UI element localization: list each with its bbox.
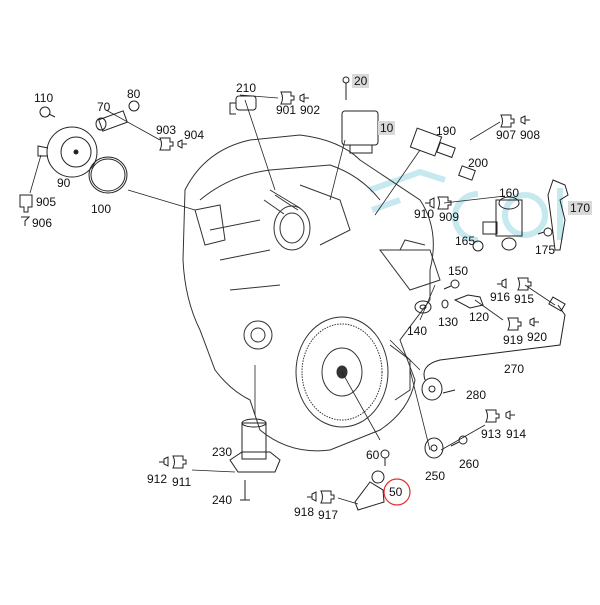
part-label-165[interactable]: 165 [455,234,476,248]
part-label-160[interactable]: 160 [499,186,520,200]
part-label-60[interactable]: 60 [366,448,380,462]
part-label-920[interactable]: 920 [527,330,548,344]
part-label-70[interactable]: 70 [97,100,111,114]
connector-918-shape [307,491,317,502]
part-label-190[interactable]: 190 [436,124,457,138]
part-label-916[interactable]: 916 [490,290,511,304]
connector-903-shape [159,137,174,151]
part-165-shape [472,240,484,252]
part-label-906[interactable]: 906 [32,216,53,230]
part-label-911[interactable]: 911 [172,475,192,489]
part-120-shape [453,294,484,309]
connector-904-shape [177,139,187,149]
part-label-240[interactable]: 240 [212,493,233,507]
part-label-903[interactable]: 903 [156,123,177,137]
part-label-915[interactable]: 915 [514,292,535,306]
part-label-200[interactable]: 200 [468,156,489,170]
part-label-170[interactable]: 170 [568,201,593,215]
part-label-904[interactable]: 904 [184,128,205,142]
part-label-20[interactable]: 20 [352,74,370,88]
part-70-shape [95,110,128,132]
part-175-shape [537,227,553,237]
part-60-shape [380,449,390,466]
connector-912-shape [159,456,169,467]
part-260-shape [450,435,468,447]
part-label-120[interactable]: 120 [469,310,490,324]
part-label-10[interactable]: 10 [378,121,396,135]
part-label-902[interactable]: 902 [300,103,321,117]
connector-915-shape [517,277,532,291]
part-90-shape [37,126,98,178]
part-label-270[interactable]: 270 [504,362,525,376]
part-150-shape [443,279,460,290]
part-80-shape [128,100,140,112]
part-10-shape [341,110,379,154]
connector-919-shape [507,317,522,331]
part-label-50[interactable]: 50 [389,485,403,499]
connector-908-shape [520,115,530,125]
part-label-913[interactable]: 913 [481,427,502,441]
part-label-919[interactable]: 919 [503,333,524,347]
connector-901-shape [280,91,295,105]
part-110-shape [39,106,56,118]
connector-910-shape [425,197,435,209]
part-label-100[interactable]: 100 [91,202,112,216]
connector-917-shape [320,490,335,504]
part-100-shape [88,156,128,194]
part-240-shape [240,480,250,501]
part-160-shape [482,196,523,251]
part-label-909[interactable]: 909 [439,210,460,224]
part-250-shape [424,437,444,459]
part-label-80[interactable]: 80 [127,87,141,101]
part-label-210[interactable]: 210 [236,81,257,95]
part-label-175[interactable]: 175 [535,243,556,257]
connector-911-shape [172,455,187,469]
part-140-shape [414,300,432,314]
part-20-shape [342,76,350,100]
part-label-150[interactable]: 150 [448,264,469,278]
part-label-140[interactable]: 140 [407,324,428,338]
part-50-shape [354,470,385,511]
flywheel [295,316,411,428]
part-270-shape [423,296,566,381]
part-label-90[interactable]: 90 [57,176,71,190]
part-210-shape [229,95,257,115]
part-label-110[interactable]: 110 [34,91,54,105]
part-label-912[interactable]: 912 [147,472,168,486]
part-label-280[interactable]: 280 [466,388,487,402]
connector-920-shape [529,317,539,327]
part-130-shape [441,299,449,309]
connector-902-shape [299,93,309,103]
connector-905-shape [19,194,33,213]
part-label-905[interactable]: 905 [36,195,57,209]
part-label-260[interactable]: 260 [459,457,480,471]
part-label-230[interactable]: 230 [212,445,233,459]
part-230-shape [229,418,281,473]
connector-906-shape [21,216,31,226]
part-label-901[interactable]: 901 [276,103,297,117]
part-label-130[interactable]: 130 [438,315,459,329]
engine-block [182,134,441,452]
connector-914-shape [505,410,515,420]
connector-909-shape [437,196,452,210]
connector-913-shape [485,409,500,423]
part-190-shape [409,127,456,159]
part-label-917[interactable]: 917 [318,508,339,522]
connector-916-shape [497,278,507,289]
part-280-shape [421,377,456,401]
highlight-circle [383,478,411,506]
part-label-910[interactable]: 910 [414,207,435,221]
watermark-logo [368,168,563,243]
part-label-918[interactable]: 918 [294,505,315,519]
connector-907-shape [500,114,515,128]
part-label-914[interactable]: 914 [506,427,527,441]
part-label-908[interactable]: 908 [520,128,541,142]
part-200-shape [458,165,476,181]
part-label-907[interactable]: 907 [496,128,517,142]
part-170-shape [547,179,569,251]
part-label-250[interactable]: 250 [425,469,446,483]
